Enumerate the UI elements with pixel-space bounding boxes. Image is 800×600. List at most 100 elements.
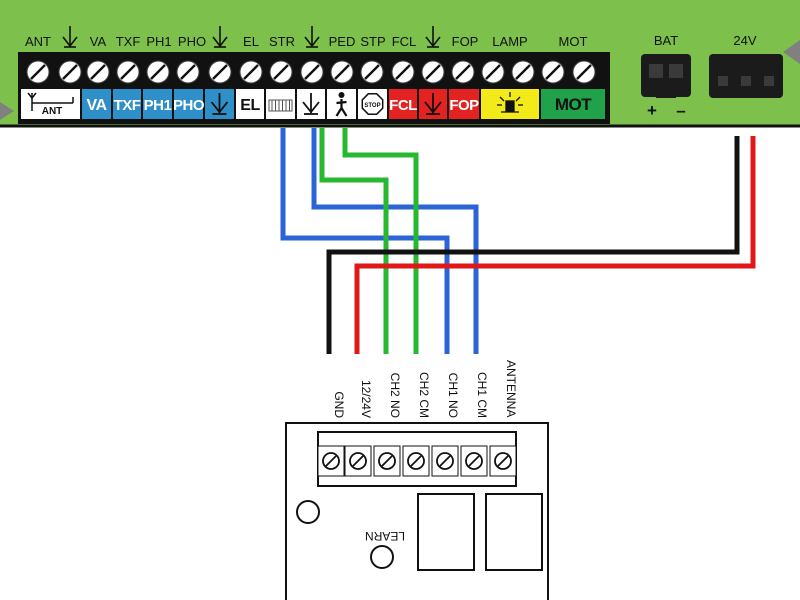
terminal-tab-mot: MOT [541,89,605,119]
ground-icon [304,26,320,48]
terminal-tab-fop: FOP [449,89,480,119]
top-label-ant: ANT [25,34,51,49]
terminal-tab-gnd2 [297,89,325,119]
terminal-screw [146,60,170,84]
receiver-label-gnd: GND [332,391,346,418]
ground-icon [212,26,228,48]
terminal-screw [481,60,505,84]
terminal-screw [269,60,293,84]
tab-label-fcl: FCL [389,97,417,114]
bat-label: BAT [654,33,678,48]
receiver-terminal-screw [344,445,372,477]
terminal-screw [391,60,415,84]
wire-ch2-no [319,128,389,354]
top-label-pho: PHO [178,34,206,49]
top-label-el: EL [243,34,259,49]
terminal-screws [26,60,596,84]
tab-label-stop: STOP [364,103,380,109]
bat-connector [641,54,691,98]
wire-power [354,136,756,354]
receiver-label-ch2-no: CH2 NO [388,373,402,418]
receiver-terminal-screw [402,445,430,477]
tab-label-fop: FOP [449,97,479,114]
receiver-terminal-screw [317,445,345,477]
tab-label-va: VA [86,97,107,114]
led-indicator [296,500,320,524]
terminal-tab-pho: PHO [173,89,205,119]
top-label-mot: MOT [559,34,588,49]
power-24v-connector [709,54,783,98]
terminal-screw [86,60,110,84]
tab-label-txf: TXF [114,97,141,114]
left-arrow-icon [0,102,14,120]
terminal-tab-ped [327,89,356,119]
receiver-terminal-screw [431,445,459,477]
tab-label-ph1: PH1 [144,97,172,114]
receiver-label-ch1-cm: CH1 CM [475,372,489,418]
terminal-screw [330,60,354,84]
top-label-ped: PED [329,34,356,49]
terminal-screw [208,60,232,84]
terminal-tab-gnd1 [205,89,234,119]
learn-label: LEARN [365,529,405,543]
receiver-label-ch1-no: CH1 NO [446,373,460,418]
terminal-screw [451,60,475,84]
power-24v-label: 24V [733,33,756,48]
terminal-tab-txf: TXF [113,89,141,119]
receiver-terminal-screw [460,445,488,477]
gate-icon [268,99,293,112]
ground-icon [425,26,441,48]
terminal-tab-fcl: FCL [389,89,418,119]
tab-label-ant: ANT [42,106,63,117]
receiver-terminal-screw [373,445,401,477]
wire-gnd [326,136,740,354]
bat-minus: – [676,101,685,120]
terminal-tab-va: VA [82,89,111,119]
learn-button[interactable] [370,545,394,569]
top-label-txf: TXF [116,34,141,49]
ground-icon [424,93,442,115]
ground-icon [302,93,320,115]
antenna-icon [27,92,74,111]
terminal-screw [239,60,263,84]
wire-ch1-no [280,128,450,354]
pedestrian-icon [335,92,348,117]
wires [280,128,756,354]
stop-icon: STOP [361,93,384,115]
wire-ch1-cm [311,128,479,354]
receiver-terminal-block [317,431,517,487]
top-label-lamp: LAMP [492,34,527,49]
top-label-va: VA [90,34,107,49]
terminal-tab-ph1: PH1 [143,89,172,119]
terminal-screw [541,60,565,84]
bat-plus: + [647,101,657,120]
receiver-terminal-screw [489,445,517,477]
terminal-screw [176,60,200,84]
terminal-tab-ant: ANT [21,89,80,119]
relay-ch2 [417,493,475,571]
terminal-tab-str [266,89,295,119]
lamp-icon [497,92,523,113]
terminal-screw [511,60,535,84]
tab-label-el: EL [240,97,260,114]
terminal-screw [116,60,140,84]
terminal-screw [300,60,324,84]
ground-icon [62,26,78,48]
terminal-tab-gnd3 [419,89,447,119]
terminal-screw [58,60,82,84]
terminal-tab-lamp [481,89,539,119]
receiver-label-12-24v: 12/24V [359,380,373,418]
tab-label-pho: PHO [173,97,205,114]
ground-icon [210,93,229,115]
terminal-screw [421,60,445,84]
terminal-screw [26,60,50,84]
top-label-fcl: FCL [392,34,417,49]
tab-label-mot: MOT [555,95,592,114]
terminal-screw [572,60,596,84]
relay-ch1 [485,493,543,571]
right-arrow-icon [783,40,800,64]
